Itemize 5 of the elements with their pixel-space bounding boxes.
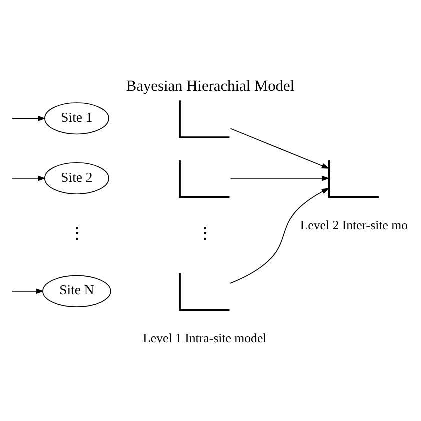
node-label: Level 2 Inter-site mo — [300, 218, 408, 232]
node-label: Level 1 Intra-site model — [143, 330, 267, 345]
diagram-title: Bayesian Hierachial Model — [126, 78, 295, 95]
label: ⋮ — [69, 224, 84, 242]
label: ⋮ — [197, 224, 212, 242]
